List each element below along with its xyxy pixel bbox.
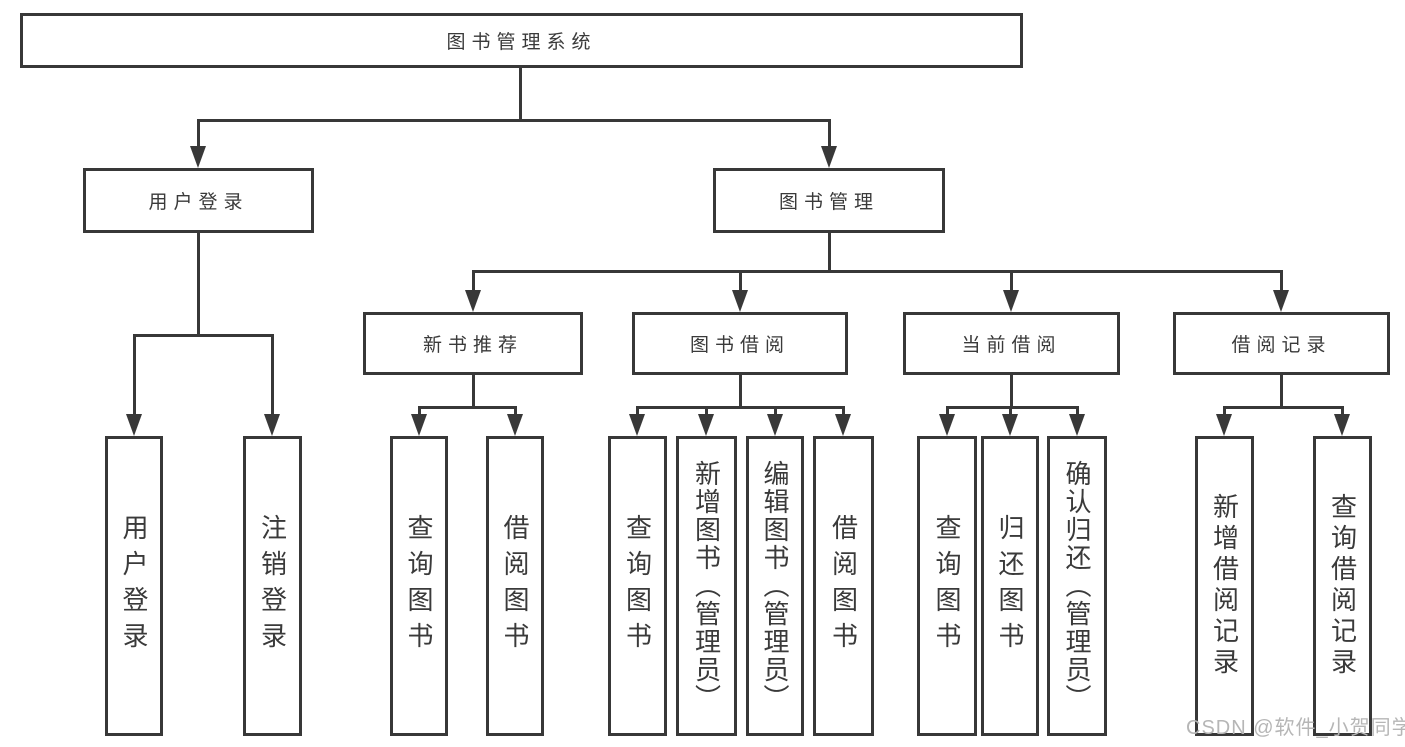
- arrow-down-icon: [465, 290, 481, 312]
- connector-new-book-stem: [472, 373, 475, 409]
- arrow-down-icon: [264, 414, 280, 436]
- connector-book-mgmt-branch-1: [472, 270, 475, 294]
- connector-current-borrow-stem: [1010, 373, 1013, 409]
- connector-new-book-branch-2: [514, 406, 517, 418]
- arrow-down-icon: [1002, 414, 1018, 436]
- arrow-down-icon: [939, 414, 955, 436]
- connector-current-borrow-branch-3: [1076, 406, 1079, 418]
- leaf-edit-books-admin: 编辑图书（管理员）: [746, 436, 804, 736]
- leaf-borrow-books-1: 借阅图书: [486, 436, 544, 736]
- arrow-down-icon: [767, 414, 783, 436]
- node-book-borrow: 图书借阅: [632, 312, 848, 375]
- leaf-query-books-3: 查询图书: [917, 436, 977, 736]
- connector-root-branch-left: [197, 119, 200, 150]
- node-book-management: 图书管理: [713, 168, 945, 233]
- connector-book-mgmt-bar: [472, 270, 1282, 273]
- arrow-down-icon: [507, 414, 523, 436]
- csdn-watermark: CSDN @软件_小贺同学: [1186, 717, 1405, 739]
- connector-root-bar: [197, 119, 831, 122]
- connector-borrow-records-branch-2: [1341, 406, 1344, 418]
- connector-current-borrow-branch-1: [946, 406, 949, 418]
- leaf-query-borrow-record: 查询借阅记录: [1313, 436, 1372, 736]
- leaf-add-borrow-record: 新增借阅记录: [1195, 436, 1254, 736]
- connector-user-login-branch-2: [271, 334, 274, 418]
- connector-book-borrow-stem: [739, 373, 742, 409]
- node-new-book-recommend: 新书推荐: [363, 312, 583, 375]
- leaf-logout: 注销登录: [243, 436, 302, 736]
- arrow-down-icon: [629, 414, 645, 436]
- leaf-query-books-2: 查询图书: [608, 436, 667, 736]
- node-current-borrow: 当前借阅: [903, 312, 1120, 375]
- arrow-down-icon: [835, 414, 851, 436]
- leaf-query-books-1: 查询图书: [390, 436, 448, 736]
- connector-new-book-bar: [418, 406, 517, 409]
- connector-book-borrow-branch-4: [842, 406, 845, 418]
- connector-user-login-branch-1: [133, 334, 136, 418]
- connector-root-branch-right: [828, 119, 831, 150]
- arrow-down-icon: [732, 290, 748, 312]
- node-borrow-records: 借阅记录: [1173, 312, 1390, 375]
- connector-borrow-records-stem: [1280, 373, 1283, 409]
- arrow-down-icon: [190, 146, 206, 168]
- arrow-down-icon: [1334, 414, 1350, 436]
- arrow-down-icon: [411, 414, 427, 436]
- connector-new-book-branch-1: [418, 406, 421, 418]
- connector-book-mgmt-branch-3: [1010, 270, 1013, 294]
- leaf-user-login: 用户登录: [105, 436, 163, 736]
- connector-book-mgmt-branch-4: [1280, 270, 1283, 294]
- arrow-down-icon: [1216, 414, 1232, 436]
- connector-book-mgmt-branch-2: [739, 270, 742, 294]
- connector-root-stem: [519, 68, 522, 122]
- arrow-down-icon: [126, 414, 142, 436]
- arrow-down-icon: [1003, 290, 1019, 312]
- leaf-add-books-admin: 新增图书（管理员）: [676, 436, 737, 736]
- arrow-down-icon: [1069, 414, 1085, 436]
- leaf-confirm-return-admin: 确认归还（管理员）: [1047, 436, 1107, 736]
- node-book-management-system: 图书管理系统: [20, 13, 1023, 68]
- connector-book-borrow-branch-2: [705, 406, 708, 418]
- connector-book-borrow-branch-1: [636, 406, 639, 418]
- connector-current-borrow-branch-2: [1009, 406, 1012, 418]
- connector-book-borrow-bar: [636, 406, 844, 409]
- connector-borrow-records-branch-1: [1223, 406, 1226, 418]
- connector-user-login-bar: [133, 334, 274, 337]
- connector-book-borrow-branch-3: [774, 406, 777, 418]
- connector-user-login-stem: [197, 233, 200, 336]
- connector-current-borrow-bar: [946, 406, 1078, 409]
- connector-book-mgmt-stem: [828, 233, 831, 273]
- connector-borrow-records-bar: [1223, 406, 1344, 409]
- arrow-down-icon: [698, 414, 714, 436]
- arrow-down-icon: [821, 146, 837, 168]
- leaf-return-books: 归还图书: [981, 436, 1039, 736]
- leaf-borrow-books-2: 借阅图书: [813, 436, 874, 736]
- arrow-down-icon: [1273, 290, 1289, 312]
- node-user-login: 用户登录: [83, 168, 314, 233]
